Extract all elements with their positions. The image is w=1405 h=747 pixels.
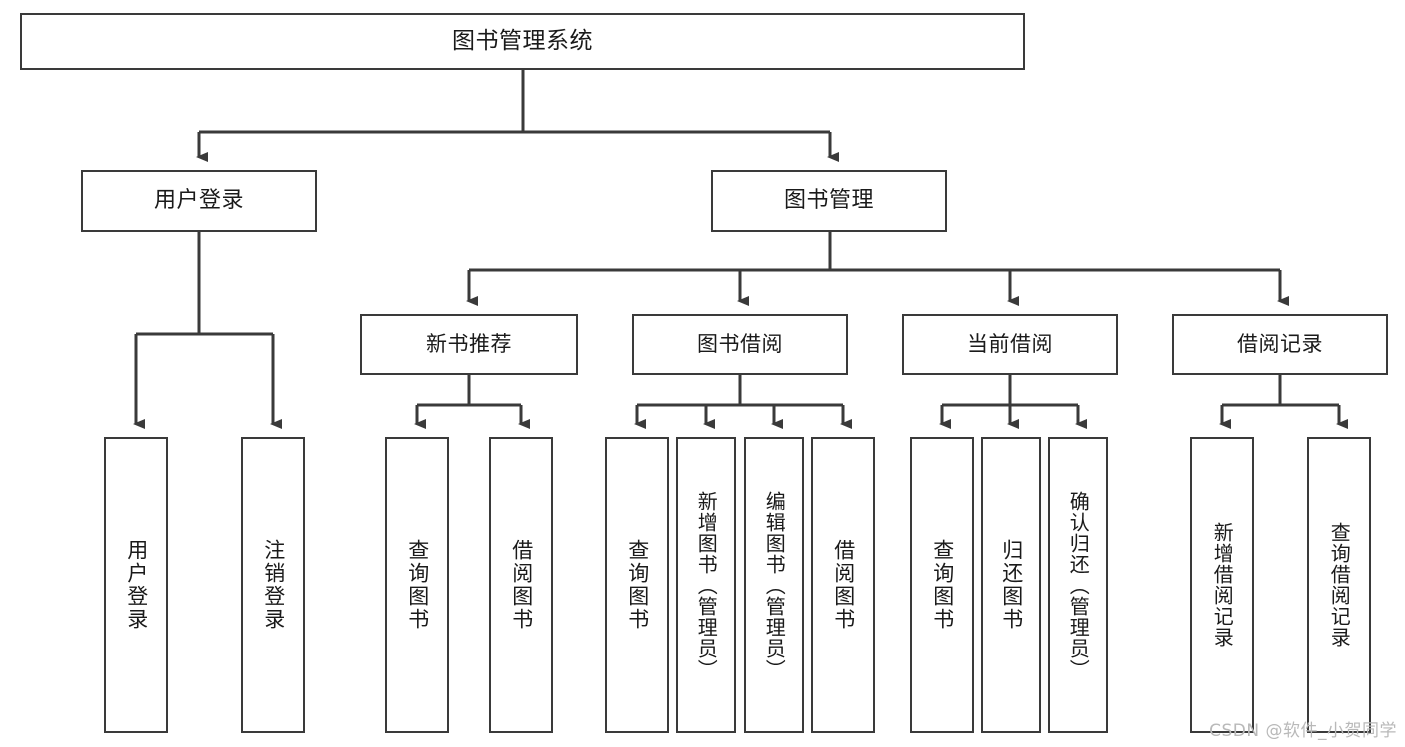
leaf-book-borrow-query[interactable]: 查询图书 [605, 437, 669, 733]
node-label: 用户登录 [124, 539, 149, 631]
node-label: 新增借阅记录 [1210, 522, 1235, 648]
node-label: 查询图书 [625, 539, 650, 631]
node-new-book-recommend[interactable]: 新书推荐 [360, 314, 578, 375]
leaf-book-borrow-add[interactable]: 新增图书（管理员） [676, 437, 736, 733]
node-user-login[interactable]: 用户登录 [81, 170, 317, 232]
node-current-borrow[interactable]: 当前借阅 [902, 314, 1118, 375]
node-label: 借阅记录 [1237, 331, 1323, 356]
node-label: 新增图书（管理员） [694, 490, 719, 680]
node-book-management[interactable]: 图书管理 [711, 170, 947, 232]
node-book-borrow[interactable]: 图书借阅 [632, 314, 848, 375]
leaf-borrow-record-query[interactable]: 查询借阅记录 [1307, 437, 1371, 733]
leaf-user-login-login[interactable]: 用户登录 [104, 437, 168, 733]
node-label: 用户登录 [153, 187, 244, 213]
leaf-new-book-query[interactable]: 查询图书 [385, 437, 449, 733]
node-label: 查询借阅记录 [1327, 522, 1352, 648]
leaf-book-borrow-edit[interactable]: 编辑图书（管理员） [744, 437, 804, 733]
node-label: 借阅图书 [831, 539, 856, 631]
node-label: 当前借阅 [967, 331, 1053, 356]
node-label: 图书管理系统 [452, 27, 593, 54]
node-label: 图书管理 [783, 187, 874, 213]
watermark-text: CSDN @软件_小贺同学 [1209, 721, 1397, 741]
leaf-current-borrow-confirm-return[interactable]: 确认归还（管理员） [1048, 437, 1108, 733]
leaf-user-login-logout[interactable]: 注销登录 [241, 437, 305, 733]
node-root-system[interactable]: 图书管理系统 [20, 13, 1025, 70]
leaf-borrow-record-add[interactable]: 新增借阅记录 [1190, 437, 1254, 733]
node-label: 确认归还（管理员） [1066, 490, 1091, 680]
node-label: 归还图书 [999, 539, 1024, 631]
node-borrow-record[interactable]: 借阅记录 [1172, 314, 1388, 375]
node-label: 查询图书 [405, 539, 430, 631]
leaf-new-book-borrow[interactable]: 借阅图书 [489, 437, 553, 733]
leaf-current-borrow-return[interactable]: 归还图书 [981, 437, 1041, 733]
leaf-book-borrow-borrow[interactable]: 借阅图书 [811, 437, 875, 733]
node-label: 图书借阅 [697, 331, 783, 356]
leaf-current-borrow-query[interactable]: 查询图书 [910, 437, 974, 733]
node-label: 注销登录 [261, 539, 286, 631]
node-label: 新书推荐 [426, 331, 512, 356]
node-label: 编辑图书（管理员） [762, 490, 787, 680]
node-label: 借阅图书 [509, 539, 534, 631]
node-label: 查询图书 [930, 539, 955, 631]
